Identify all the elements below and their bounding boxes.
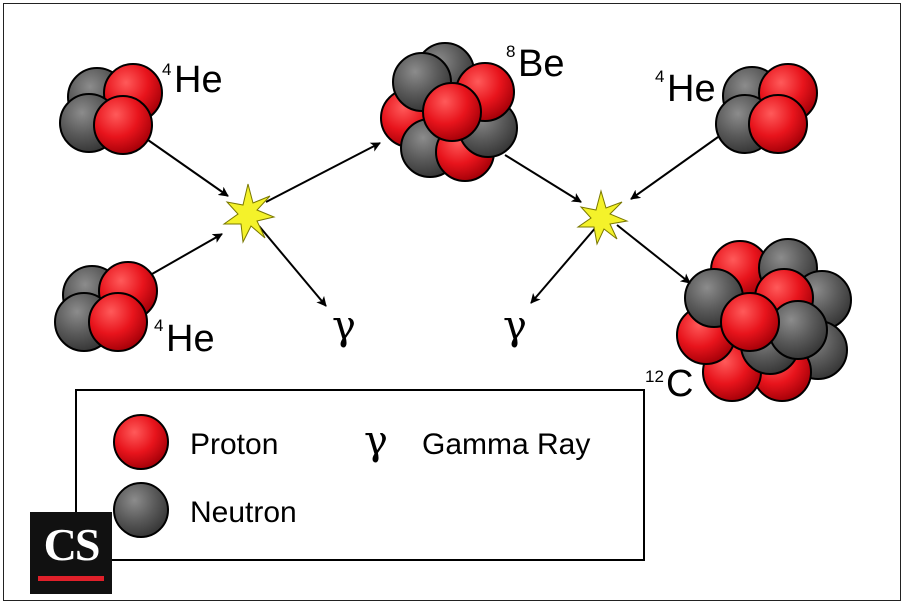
legend-proton-label: Proton <box>190 428 278 461</box>
he-top-left-mass: 4 <box>162 60 171 79</box>
arrow-he-to-fusion-left <box>147 139 229 197</box>
legend-gamma-label: Gamma Ray <box>422 428 590 461</box>
arrow-fusion-right-to-gamma <box>530 225 598 304</box>
helium-nucleus-bottom-left <box>54 261 158 352</box>
be-mass: 8 <box>506 42 515 61</box>
fusion-flash-right-icon <box>576 189 629 246</box>
arrow-be-to-fusion-right <box>504 154 582 203</box>
helium-nucleus-right <box>715 63 818 154</box>
arrow-fusion-to-be <box>265 142 381 203</box>
c-mass: 12 <box>645 367 664 386</box>
legend-gamma-symbol: γ <box>364 418 388 464</box>
legend-proton-swatch <box>113 414 169 470</box>
legend-neutron-label: Neutron <box>190 496 297 529</box>
he-bottom-left-symbol: He <box>166 318 215 360</box>
gamma-left: γ <box>332 303 356 349</box>
cs-logo-text: CS <box>43 519 101 570</box>
legend: Proton Neutron γ Gamma Ray <box>75 389 645 561</box>
carbon-nucleus <box>676 238 852 402</box>
arrow-fusion-to-carbon <box>616 224 691 284</box>
arrow-he-bottom-to-fusion-left <box>151 233 223 275</box>
beryllium-nucleus <box>380 42 518 182</box>
fusion-flash-left-icon <box>222 183 276 244</box>
c-symbol: C <box>666 363 693 405</box>
diagram-frame <box>3 3 901 601</box>
gamma-right: γ <box>503 303 527 349</box>
helium-nucleus-top-left <box>59 63 163 155</box>
cs-logo: CS <box>30 512 112 594</box>
arrow-he-right-to-fusion-right <box>630 136 719 200</box>
he-right-mass: 4 <box>655 67 664 86</box>
he-right-symbol: He <box>667 68 716 110</box>
arrow-fusion-left-to-gamma <box>258 225 327 307</box>
he-top-left-symbol: He <box>174 59 223 101</box>
he-bottom-left-mass: 4 <box>154 316 163 335</box>
be-symbol: Be <box>518 43 564 85</box>
cs-logo-underline <box>38 576 104 581</box>
legend-neutron-swatch <box>113 482 169 538</box>
